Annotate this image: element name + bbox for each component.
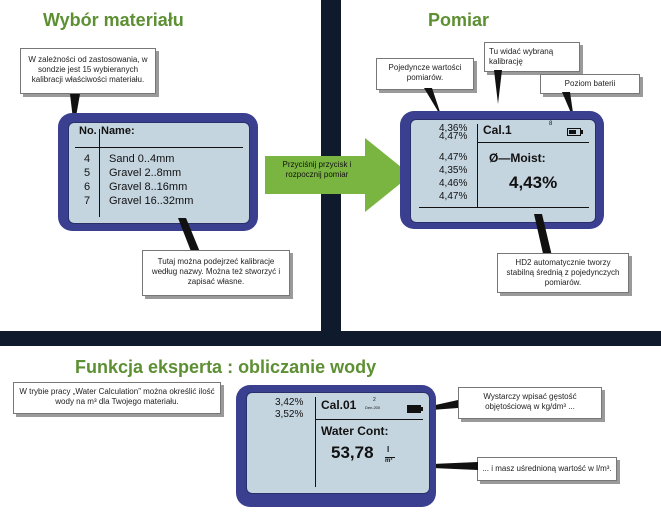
average-note: HD2 automatycznie tworzy stabilną średni…: [497, 253, 629, 293]
row-name: Gravel 8..16mm: [109, 181, 188, 193]
single-value: 4,47%: [439, 191, 468, 202]
result-note: ... i masz uśrednioną wartość w l/m³.: [477, 457, 617, 481]
single-values-note: Pojedyncze wartości pomiarów.: [376, 58, 474, 90]
start-measurement-label: Przyciśnij przycisk i rozpocznij pomiar: [282, 160, 352, 179]
header-name: Name:: [101, 125, 135, 137]
material-lcd: No. Name: 4 Sand 0..4mm 5 Gravel 2..8mm …: [68, 122, 250, 224]
density-small-label: Den.200: [365, 405, 381, 410]
density-note: Wystarczy wpisać gęstość objętościową w …: [458, 387, 602, 419]
battery-icon: [567, 128, 583, 136]
calibration-superscript: 8: [549, 121, 553, 127]
battery-icon: [407, 405, 423, 413]
column-divider: [315, 397, 316, 487]
calibration-value: Cal.01: [321, 398, 357, 412]
average-value: 4,43%: [509, 173, 558, 192]
row-no: 5: [84, 167, 91, 179]
material-title: Wybór materiału: [43, 10, 184, 30]
row-name: Sand 0..4mm: [109, 153, 175, 165]
row-no: 4: [84, 153, 91, 165]
single-value: 4,46%: [439, 178, 468, 189]
moisture-label: Ø—Moist:: [489, 151, 546, 165]
measure-lcd: 4,36% 4,47% 4,47% 4,35% 4,46% 4,47% Cal.…: [410, 119, 596, 223]
battery-note: Poziom baterii: [540, 74, 640, 94]
single-value: 4,35%: [439, 165, 468, 176]
unit-numerator: l: [387, 445, 390, 454]
material-calibration-note: Tutaj można podejrzeć kalibracje według …: [142, 250, 290, 296]
header-no: No.: [79, 125, 97, 137]
single-value: 4,47%: [439, 152, 468, 163]
water-calculation-note: W trybie pracy „Water Calculation” można…: [13, 382, 221, 414]
note-pointer: [70, 94, 80, 128]
single-value: 3,42%: [275, 397, 304, 408]
note-pointer: [534, 214, 552, 258]
calibration-superscript: 2: [373, 397, 376, 403]
measure-title: Pomiar: [428, 10, 490, 30]
header-divider: [315, 419, 423, 420]
note-pointer: [424, 88, 442, 118]
single-value: 3,52%: [275, 409, 304, 420]
single-value: 4,36%: [439, 123, 468, 134]
header-divider: [477, 142, 589, 143]
calibration-note: Tu widać wybraną kalibrację: [484, 42, 580, 72]
water-content-value: 53,78: [331, 443, 374, 462]
note-pointer: [494, 70, 502, 104]
unit-divider: [385, 457, 395, 458]
row-name: Gravel 2..8mm: [109, 167, 182, 179]
calibration-value: Cal.1: [483, 123, 512, 137]
bottom-divider: [419, 207, 589, 208]
note-pointer: [178, 218, 200, 254]
material-info-note: W zależności od zastosowania, w sondzie …: [20, 48, 156, 94]
header-divider: [75, 147, 243, 148]
arrow-right-icon: [265, 138, 411, 212]
water-content-label: Water Cont:: [321, 424, 389, 438]
expert-title: Funkcja eksperta : obliczanie wody: [75, 357, 377, 377]
row-no: 7: [84, 195, 91, 207]
row-name: Gravel 16..32mm: [109, 195, 194, 207]
unit-denominator: m³: [385, 458, 393, 464]
column-divider: [477, 124, 478, 208]
single-value: 4,47%: [439, 131, 468, 142]
expert-lcd: 3,42% 3,52% Cal.01 2 Den.200 Water Cont:…: [246, 392, 430, 494]
row-no: 6: [84, 181, 91, 193]
column-divider: [99, 129, 100, 217]
